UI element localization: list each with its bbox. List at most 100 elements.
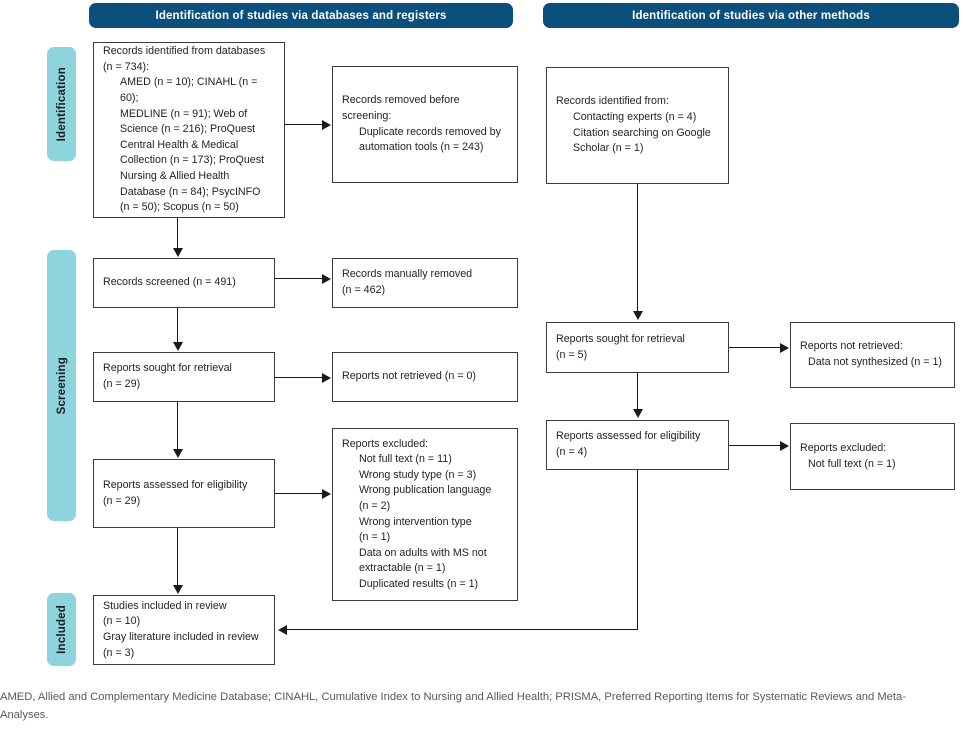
box-line: (n = 2)	[359, 499, 391, 512]
box-line: Contacting experts (n = 4)	[573, 110, 697, 123]
box-line: (n = 5)	[556, 348, 588, 361]
box-line: Wrong publication language	[359, 484, 492, 497]
connector-line	[729, 347, 781, 349]
connector-line	[275, 493, 323, 495]
box-line: Not full text (n = 11)	[359, 453, 452, 466]
box-line: (n = 462)	[342, 284, 386, 296]
box-line: Wrong study type (n = 3)	[359, 468, 477, 481]
box-line: Duplicated results (n = 1)	[359, 577, 479, 590]
box-line: Records identified from databases	[103, 45, 266, 58]
connector-arrowhead-right	[322, 372, 331, 383]
header-bar-other-methods: Identification of studies via other meth…	[543, 3, 959, 28]
box-line: Reports sought for retrieval	[556, 332, 685, 345]
connector-arrowhead-left	[278, 624, 287, 635]
stage-bar-identification-label: Identification	[55, 66, 68, 142]
box-line: Records removed before	[342, 94, 460, 107]
box-line: Reports sought for retrieval	[103, 362, 232, 375]
box-line: Duplicate records removed by	[359, 125, 501, 138]
box-line: (n = 50); Scopus (n = 50)	[120, 201, 239, 214]
connector-line	[275, 377, 323, 379]
box-records-identified-databases: Records identified from databases (n = 7…	[93, 42, 285, 218]
footnote-abbreviations: AMED, Allied and Complementary Medicine …	[0, 691, 906, 721]
header-bar-other-methods-label: Identification of studies via other meth…	[632, 9, 870, 22]
connector-line	[637, 373, 639, 409]
stage-bar-screening-label: Screening	[55, 356, 68, 415]
box-line: AMED (n = 10); CINAHL (n = 60);	[120, 76, 261, 105]
box-studies-included-review: Studies included in review (n = 10) Gray…	[93, 595, 275, 665]
connector-arrowhead-right	[322, 119, 331, 130]
connector-line	[177, 218, 179, 249]
box-line: (n = 4)	[556, 446, 588, 458]
connector-line	[637, 470, 639, 630]
box-line: Reports excluded:	[342, 437, 429, 450]
box-line: MEDLINE (n = 91); Web of	[120, 107, 248, 120]
box-line: Reports not retrieved:	[800, 340, 903, 353]
box-line: (n = 734):	[103, 60, 150, 73]
connector-line	[177, 402, 179, 450]
connector-arrowhead-down	[632, 311, 643, 320]
connector-line	[285, 124, 323, 126]
box-line: Reports assessed for eligibility	[556, 430, 701, 443]
connector-arrowhead-down	[172, 342, 183, 351]
connector-line	[275, 278, 323, 280]
box-line: Studies included in review	[103, 599, 227, 612]
box-records-removed-before-screening: Records removed before screening: Duplic…	[332, 66, 518, 183]
connector-line	[177, 528, 179, 586]
box-line: Citation searching on Google	[573, 126, 711, 139]
box-line: (n = 29)	[103, 378, 141, 390]
connector-arrowhead-down	[172, 449, 183, 458]
box-reports-sought-retrieval-left: Reports sought for retrieval (n = 29)	[93, 352, 275, 402]
box-records-identified-other-methods: Records identified from: Contacting expe…	[546, 67, 729, 184]
box-line: Collection (n = 173); ProQuest	[120, 154, 265, 167]
connector-arrowhead-down	[172, 585, 183, 594]
box-line: Records screened (n = 491)	[103, 276, 236, 289]
box-line: Not full text (n = 1)	[808, 457, 896, 470]
box-line: Records manually removed	[342, 268, 473, 281]
connector-arrowhead-right	[780, 342, 789, 353]
box-line: screening:	[342, 109, 392, 122]
connector-arrowhead-right	[780, 440, 789, 451]
connector-arrowhead-right	[322, 273, 331, 284]
box-reports-not-retrieved-right: Reports not retrieved: Data not synthesi…	[790, 322, 955, 388]
connector-arrowhead-down	[172, 248, 183, 257]
stage-bar-included: Included	[47, 593, 76, 666]
box-reports-excluded-left: Reports excluded: Not full text (n = 11)…	[332, 428, 518, 601]
box-line: (n = 3)	[103, 646, 135, 659]
connector-line	[177, 308, 179, 343]
box-line: extractable (n = 1)	[359, 562, 446, 575]
box-line: Central Health & Medical	[120, 138, 239, 151]
box-reports-assessed-eligibility-left: Reports assessed for eligibility (n = 29…	[93, 459, 275, 528]
connector-line	[729, 445, 781, 447]
header-bar-databases-registers: Identification of studies via databases …	[89, 3, 513, 28]
box-line: Reports not retrieved (n = 0)	[342, 370, 476, 383]
box-line: Reports assessed for eligibility	[103, 478, 248, 491]
box-line: (n = 1)	[359, 531, 391, 544]
box-reports-assessed-eligibility-right: Reports assessed for eligibility (n = 4)	[546, 420, 729, 470]
box-line: Records identified from:	[556, 95, 669, 108]
connector-line	[637, 184, 639, 311]
box-reports-sought-retrieval-right: Reports sought for retrieval (n = 5)	[546, 322, 729, 373]
connector-arrowhead-right	[322, 488, 331, 499]
box-records-screened: Records screened (n = 491)	[93, 258, 275, 308]
stage-bar-included-label: Included	[55, 605, 68, 654]
box-line: automation tools (n = 243)	[359, 141, 484, 154]
box-reports-not-retrieved-left: Reports not retrieved (n = 0)	[332, 352, 518, 402]
box-line: Wrong intervention type	[359, 515, 472, 528]
box-line: (n = 29)	[103, 494, 141, 507]
box-line: Reports excluded:	[800, 441, 887, 454]
box-line: Data on adults with MS not	[359, 546, 487, 559]
box-line: Gray literature included in review	[103, 631, 259, 643]
box-records-manually-removed: Records manually removed (n = 462)	[332, 258, 518, 308]
stage-bar-screening: Screening	[47, 250, 76, 521]
box-line: Database (n = 84); PsycINFO	[120, 185, 261, 198]
connector-line	[287, 629, 638, 631]
stage-bar-identification: Identification	[47, 47, 76, 161]
box-line: Nursing & Allied Health	[120, 169, 230, 182]
connector-arrowhead-down	[632, 409, 643, 418]
box-line: Science (n = 216); ProQuest	[120, 123, 256, 136]
box-line: (n = 10)	[103, 615, 141, 628]
box-line: Data not synthesized (n = 1)	[808, 356, 942, 368]
box-reports-excluded-right: Reports excluded: Not full text (n = 1)	[790, 423, 955, 490]
box-line: Scholar (n = 1)	[573, 142, 644, 155]
